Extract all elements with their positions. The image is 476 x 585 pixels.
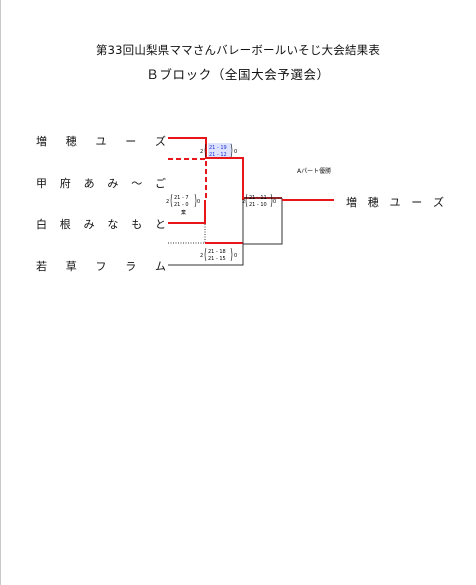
m2-set2: 21 - 0 — [174, 202, 189, 208]
m3-right-sets: 0 — [234, 253, 237, 259]
m1-right-sets: 0 — [234, 149, 237, 155]
team-name-4: 若草フラム — [36, 260, 166, 273]
m2-left-sets: 2 — [166, 199, 169, 205]
score-final: 2 21 - 11 21 - 10 0 — [242, 195, 276, 208]
score-match-1: 2 21 - 19 21 - 12 0 — [200, 143, 237, 158]
page-title: 第33回山梨県ママさんバレーボールいそじ大会結果表 — [95, 43, 381, 57]
part-winner-note: Aパート優勝 — [297, 168, 332, 175]
page-edge — [0, 0, 1, 585]
m2-default-mark: 棄 — [181, 209, 186, 216]
score-match-2: 2 21 - 7 21 - 0 0 棄 — [166, 195, 200, 216]
team-name-1: 増穂ユーズ — [36, 135, 166, 148]
final-set2: 21 - 10 — [249, 202, 267, 208]
m1-set1: 21 - 19 — [209, 145, 227, 151]
team-name-3: 白根みなもと — [36, 218, 166, 231]
final-left-sets: 2 — [242, 199, 245, 205]
block-subtitle: Ｂブロック（全国大会予選会） — [146, 67, 330, 82]
final-right-sets: 0 — [273, 199, 276, 205]
final-set1: 21 - 11 — [249, 195, 267, 201]
m1-left-sets: 2 — [200, 149, 203, 155]
score-bracket-m3 — [204, 247, 233, 262]
score-match-3: 2 21 - 18 21 - 15 0 — [200, 249, 237, 262]
bracket-line-team3 — [168, 200, 206, 224]
team-name-2: 甲府あみ～ご — [36, 177, 166, 190]
score-bracket-final — [245, 193, 273, 208]
bracket-line-team3-dotted — [168, 223, 206, 244]
champion-name: 増穂ユーズ — [346, 196, 444, 209]
m2-set1: 21 - 7 — [174, 195, 189, 201]
m3-set1: 21 - 18 — [208, 249, 226, 255]
m2-right-sets: 0 — [197, 199, 200, 205]
m3-set2: 21 - 15 — [208, 256, 226, 262]
score-bracket-m1 — [204, 143, 233, 158]
m1-set2: 21 - 12 — [209, 152, 227, 158]
bracket-line-team2 — [168, 158, 207, 200]
m3-left-sets: 2 — [200, 253, 203, 259]
bracket-line-team4 — [168, 244, 244, 266]
score-bracket-m2 — [170, 193, 197, 208]
